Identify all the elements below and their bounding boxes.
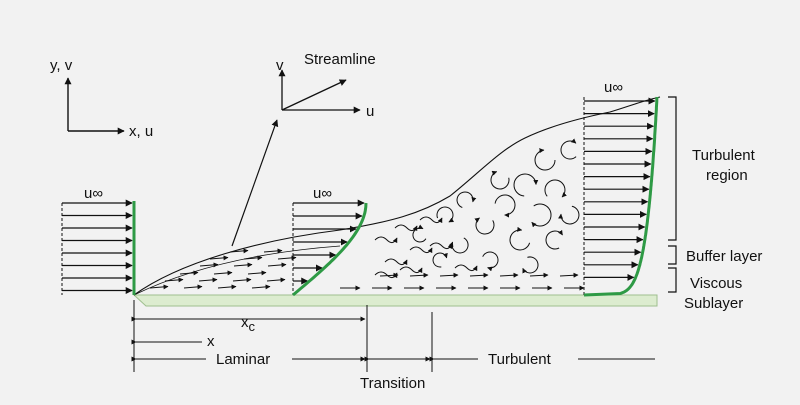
viscous-sublayer-label-line1: Viscous bbox=[690, 275, 742, 292]
v-axis-label: v bbox=[276, 57, 284, 74]
transition-wavy-arrow bbox=[394, 224, 418, 232]
turbulent-region-bracket bbox=[668, 96, 677, 241]
eddy-swirl bbox=[448, 237, 469, 254]
buffer-flow-arrow bbox=[529, 272, 549, 278]
streamline-direction-arrow bbox=[281, 79, 347, 111]
plate-surface bbox=[132, 294, 658, 307]
x-axis-label: x, u bbox=[129, 123, 153, 140]
turbulent-eddies bbox=[374, 138, 580, 279]
buffer-flow-arrow bbox=[439, 272, 459, 278]
laminar-flow-arrow bbox=[217, 284, 237, 290]
transition-wavy-arrow bbox=[419, 216, 443, 224]
laminar-flow-arrow bbox=[183, 284, 203, 290]
region-brackets: Turbulent region Buffer layer Viscous Su… bbox=[668, 96, 762, 312]
laminar-streamline bbox=[133, 245, 341, 296]
eddy-swirl bbox=[474, 217, 495, 235]
transition-wavy-arrow bbox=[409, 246, 433, 254]
viscous-sublayer-bracket bbox=[668, 267, 677, 293]
laminar-flow-arrow bbox=[213, 270, 233, 276]
viscous-sublayer-label-line2: Sublayer bbox=[684, 295, 743, 312]
buffer-flow-arrow bbox=[499, 272, 519, 278]
boundary-layer-edges bbox=[133, 96, 661, 296]
transition-wavy-arrow bbox=[399, 266, 423, 274]
dimension-lines: xc x Laminar Transition Turbulent bbox=[131, 300, 655, 392]
laminar-flow-arrow bbox=[266, 277, 286, 283]
velocity-profiles bbox=[61, 96, 659, 297]
free-stream-labels: u∞ u∞ u∞ bbox=[84, 79, 623, 202]
y-axis-label: y, v bbox=[50, 57, 73, 74]
eddy-swirl bbox=[490, 170, 510, 190]
eddy-swirl bbox=[560, 138, 577, 160]
laminar-flow-arrow bbox=[243, 255, 263, 261]
laminar-flow-arrow bbox=[179, 270, 199, 276]
laminar-flow-arrow bbox=[198, 277, 218, 283]
laminar-flow-arrow bbox=[277, 255, 297, 261]
laminar-flow-arrow bbox=[209, 255, 229, 261]
velocity-axes: v u Streamline bbox=[231, 51, 376, 247]
buffer-layer-bracket bbox=[668, 245, 677, 265]
turbulent-region-label-line2: region bbox=[706, 167, 748, 184]
u-infinity-label-3: u∞ bbox=[604, 79, 623, 96]
laminar-flow-arrow bbox=[229, 248, 249, 254]
streamline-label: Streamline bbox=[304, 51, 376, 68]
buffer-flow-arrow bbox=[469, 272, 489, 278]
laminar-flow-arrow bbox=[251, 284, 271, 290]
flat-plate bbox=[132, 294, 658, 307]
x-dimension-label: x bbox=[207, 333, 215, 350]
laminar-flow-arrow bbox=[247, 270, 267, 276]
laminar-flow-arrows bbox=[149, 248, 585, 291]
buffer-flow-arrow bbox=[409, 272, 429, 278]
eddy-swirl bbox=[522, 256, 539, 274]
eddy-swirl bbox=[545, 229, 563, 250]
laminar-flow-arrow bbox=[149, 284, 169, 290]
profile-3-green-curve bbox=[583, 96, 659, 297]
main-axes: y, v x, u bbox=[50, 57, 153, 140]
laminar-flow-arrow bbox=[233, 262, 253, 268]
laminar-flow-arrow bbox=[232, 277, 252, 283]
profile-2-green-curve bbox=[292, 202, 368, 297]
buffer-layer-label: Buffer layer bbox=[686, 248, 762, 265]
laminar-flow-arrow bbox=[267, 262, 287, 268]
laminar-flow-arrow bbox=[199, 262, 219, 268]
eddy-swirl bbox=[509, 226, 531, 251]
transition-wavy-arrow bbox=[454, 264, 478, 272]
transition-wavy-arrow bbox=[429, 242, 453, 250]
eddy-swirl bbox=[531, 203, 552, 228]
laminar-flow-arrow bbox=[164, 277, 184, 283]
u-axis-label: u bbox=[366, 103, 374, 120]
turbulent-label: Turbulent bbox=[488, 351, 552, 368]
streamline-pointer-arrow bbox=[231, 119, 279, 247]
eddy-swirl bbox=[534, 148, 556, 171]
eddy-swirl bbox=[558, 205, 580, 225]
u-infinity-label-2: u∞ bbox=[313, 185, 332, 202]
transition-wavy-arrow bbox=[374, 236, 398, 244]
buffer-flow-arrow bbox=[559, 272, 579, 278]
xc-label: xc bbox=[241, 314, 256, 334]
transition-wavy-arrow bbox=[374, 271, 398, 279]
eddy-swirl bbox=[544, 179, 568, 198]
u-infinity-label-1: u∞ bbox=[84, 185, 103, 202]
eddy-swirl bbox=[432, 252, 448, 268]
eddy-swirl bbox=[513, 173, 539, 197]
eddy-swirl bbox=[412, 224, 427, 243]
eddy-swirl bbox=[494, 194, 516, 218]
boundary-layer-edge bbox=[133, 96, 661, 296]
eddy-swirl bbox=[456, 191, 477, 208]
laminar-flow-arrow bbox=[263, 248, 283, 254]
turbulent-region-label-line1: Turbulent bbox=[692, 147, 756, 164]
laminar-label: Laminar bbox=[216, 351, 270, 368]
eddy-swirl bbox=[436, 206, 455, 223]
eddy-swirl bbox=[482, 251, 499, 272]
transition-label: Transition bbox=[360, 375, 425, 392]
transition-wavy-arrow bbox=[384, 258, 408, 266]
